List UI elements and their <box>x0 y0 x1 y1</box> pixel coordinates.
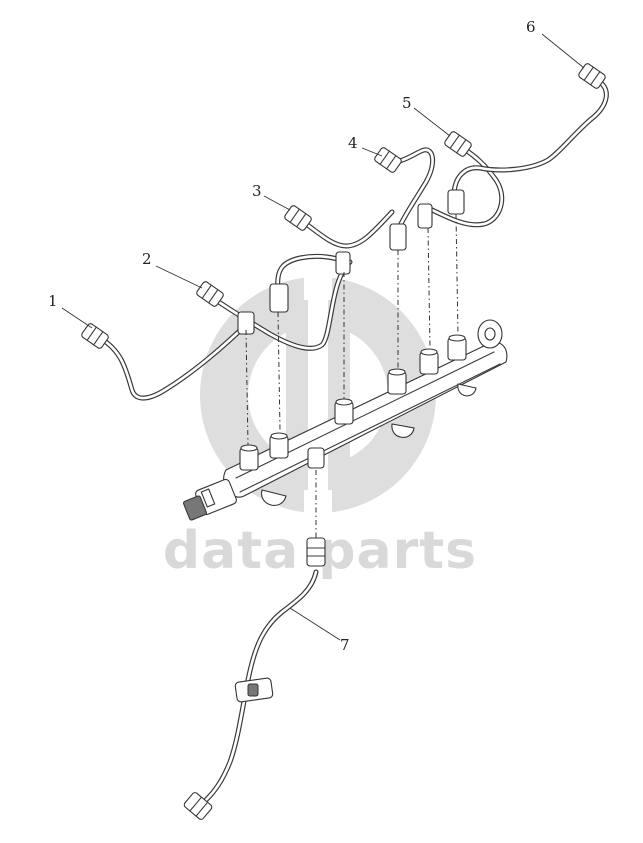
pipe-clamp <box>234 677 274 703</box>
pipe-7 <box>203 569 319 803</box>
rail-outlet-4 <box>387 368 407 395</box>
callout-2: 2 <box>142 250 152 268</box>
nut-6 <box>578 63 606 89</box>
nut-5 <box>444 131 472 157</box>
rail-nut-d <box>417 203 433 229</box>
rail-nut-b <box>389 223 407 251</box>
nut-2 <box>196 281 224 307</box>
pipe-6 <box>451 79 609 199</box>
rail-nut-e <box>335 251 351 275</box>
rail-nut-c <box>447 189 465 215</box>
pipe-1 <box>97 322 249 401</box>
rail-outlet-6 <box>447 334 467 361</box>
rail-bottom-outlet <box>307 447 325 469</box>
nut-1 <box>81 323 109 349</box>
pipe-5 <box>425 143 505 228</box>
rail-outlet-3 <box>334 398 354 425</box>
assembly-centerlines <box>245 213 459 538</box>
callout-1: 1 <box>48 292 58 310</box>
rail-outlet-1 <box>239 444 259 471</box>
nut-3 <box>284 205 312 231</box>
leader-lines <box>61 33 585 641</box>
pipe-nuts <box>81 63 606 820</box>
nut-7-bottom <box>183 792 213 820</box>
rail-outlet-5 <box>419 348 439 375</box>
callout-5: 5 <box>402 94 412 112</box>
rail-outlet-2 <box>269 432 289 459</box>
callout-6: 6 <box>526 18 536 36</box>
callout-7: 7 <box>340 636 350 654</box>
fuel-pipes <box>97 79 609 803</box>
pressure-sensor <box>183 478 237 521</box>
nut-4 <box>374 147 402 173</box>
rail-nut-a <box>269 283 289 313</box>
callouts: 1 2 3 4 5 6 7 <box>48 18 536 654</box>
pipe-4 <box>385 147 435 233</box>
callout-3: 3 <box>252 182 262 200</box>
callout-4: 4 <box>348 134 358 152</box>
fuel-rail <box>183 319 508 521</box>
nut-7-top <box>306 537 326 567</box>
